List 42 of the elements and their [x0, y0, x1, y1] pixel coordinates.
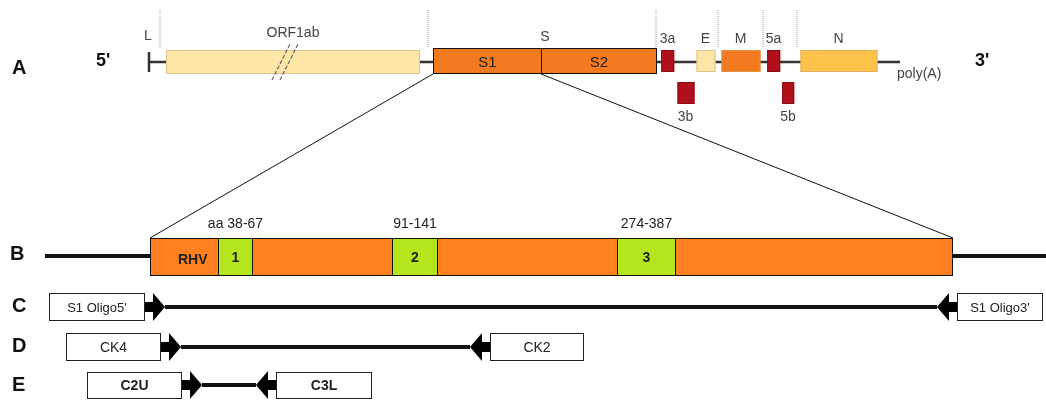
primer-label: S1 Oligo5' [67, 299, 127, 315]
row-letter: C [12, 294, 27, 316]
end-label: 3' [975, 51, 990, 71]
segment-label: S2 [589, 52, 609, 70]
zoom-line [149, 73, 434, 239]
gene-label: 3b [677, 108, 694, 124]
gene-label: M [734, 30, 747, 46]
zoom-line [540, 73, 954, 239]
gene-label: 3a [659, 30, 676, 46]
primer-label: CK2 [523, 339, 551, 355]
segment-label: 1 [231, 249, 240, 265]
row-letter: E [12, 373, 26, 395]
end-label: 5' [96, 51, 111, 71]
primer-label: S1 Oligo3' [970, 299, 1030, 315]
primer-label: CK4 [99, 339, 128, 355]
amplicon-line [181, 345, 470, 349]
gene-label: 5a [765, 30, 782, 46]
position-label: 274-387 [620, 215, 673, 231]
row-letter: A [12, 56, 27, 78]
gene-label: ORF1ab [266, 24, 320, 40]
gene-label: L [144, 28, 152, 44]
region-box [392, 238, 438, 276]
end-label: poly(A) [897, 66, 942, 82]
protein-box [150, 238, 953, 276]
position-label: aa 38-67 [207, 215, 264, 231]
primer-label: C2U [120, 377, 149, 393]
region-box [218, 238, 253, 276]
gene-label: S [540, 28, 550, 44]
segment-label: 2 [411, 249, 419, 265]
position-label: 91-141 [393, 215, 437, 231]
region-label: RHV [178, 251, 208, 267]
primer-label: C3L [310, 377, 338, 393]
amplicon-line [165, 305, 937, 309]
segment-label: 3 [642, 249, 651, 265]
gene-label: E [700, 30, 711, 46]
region-box [617, 238, 676, 276]
row-letter: D [12, 334, 27, 356]
segment-label: S1 [478, 52, 497, 70]
gene-label: N [833, 30, 844, 46]
gene-label: 5b [780, 108, 796, 124]
row-letter: B [10, 242, 25, 264]
amplicon-line [202, 383, 256, 387]
